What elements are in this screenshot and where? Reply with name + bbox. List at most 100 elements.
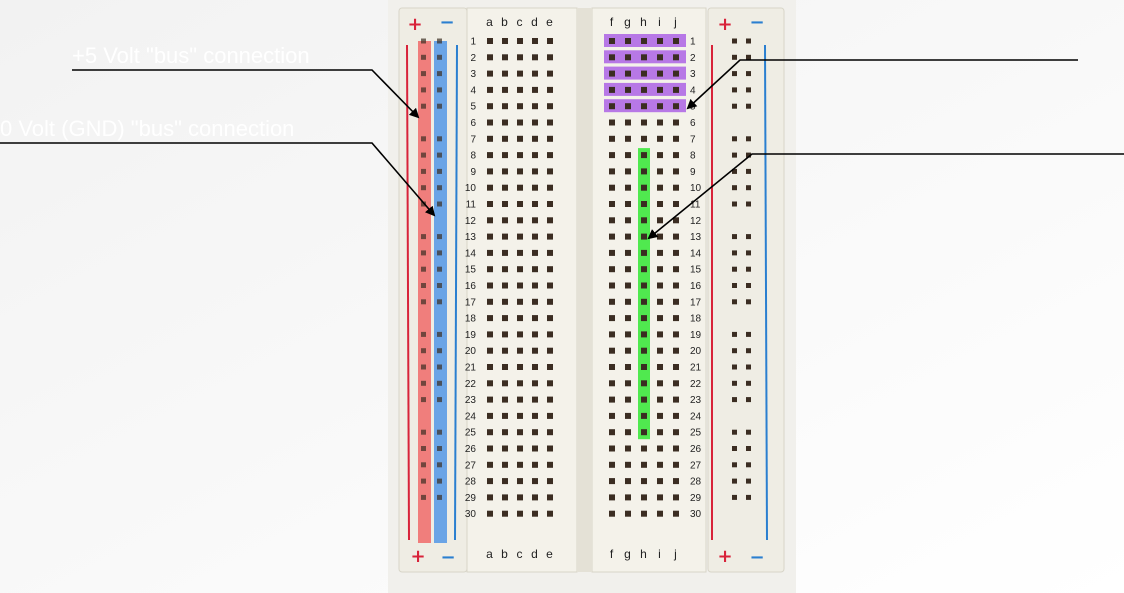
terminal-hole <box>609 233 615 240</box>
terminal-hole <box>625 429 631 436</box>
rail-hole <box>746 103 751 109</box>
rail-hole <box>732 250 737 256</box>
rail-hole <box>437 364 442 370</box>
terminal-hole <box>609 331 615 338</box>
terminal-hole <box>673 510 679 517</box>
rail-hole <box>421 478 426 484</box>
terminal-hole <box>487 233 493 240</box>
rail-hole <box>732 478 737 484</box>
terminal-hole <box>547 494 553 501</box>
row-number-right: 24 <box>690 411 702 422</box>
terminal-hole <box>625 510 631 517</box>
terminal-hole <box>517 86 523 93</box>
row-number-right: 8 <box>690 151 696 162</box>
terminal-hole <box>547 54 553 61</box>
right-top-callout-line <box>686 59 1078 110</box>
terminal-hole <box>673 298 679 305</box>
terminal-hole <box>502 315 508 322</box>
rail-hole <box>732 429 737 435</box>
rail-hole <box>746 462 751 468</box>
column-label: g <box>624 547 632 561</box>
rail-hole <box>437 71 442 77</box>
right-bottom-minus-icon: − <box>749 547 764 568</box>
rail-hole <box>732 87 737 93</box>
terminal-hole <box>547 119 553 126</box>
terminal-hole <box>641 331 647 338</box>
terminal-hole <box>609 135 615 142</box>
terminal-hole <box>657 412 663 419</box>
row-number-right: 25 <box>690 428 702 439</box>
terminal-hole <box>502 54 508 61</box>
terminal-hole <box>517 510 523 517</box>
terminal-hole <box>625 331 631 338</box>
terminal-hole <box>673 233 679 240</box>
terminal-hole <box>547 510 553 517</box>
terminal-hole <box>609 298 615 305</box>
terminal-hole <box>625 412 631 419</box>
rail-hole <box>421 234 426 240</box>
rail-hole <box>746 397 751 403</box>
rail-hole <box>437 234 442 240</box>
terminal-hole <box>517 380 523 387</box>
terminal-hole <box>487 461 493 468</box>
row-number-right: 3 <box>690 69 696 80</box>
terminal-hole <box>547 461 553 468</box>
row-number-left: 15 <box>465 265 477 276</box>
terminal-hole <box>532 135 538 142</box>
terminal-hole <box>625 135 631 142</box>
terminal-hole <box>641 396 647 403</box>
terminal-hole <box>487 184 493 191</box>
row-number-left: 25 <box>465 428 477 439</box>
rail-hole <box>746 266 751 272</box>
terminal-hole <box>487 119 493 126</box>
terminal-hole <box>657 331 663 338</box>
terminal-hole <box>532 103 538 110</box>
terminal-hole <box>673 315 679 322</box>
rail-hole <box>732 397 737 403</box>
rail-hole <box>437 250 442 256</box>
terminal-hole <box>657 135 663 142</box>
terminal-hole <box>625 54 631 61</box>
rail-hole <box>732 168 737 174</box>
terminal-hole <box>532 494 538 501</box>
terminal-hole <box>517 331 523 338</box>
rail-hole <box>437 185 442 191</box>
terminal-hole <box>487 347 493 354</box>
terminal-hole <box>502 184 508 191</box>
terminal-hole <box>487 201 493 207</box>
terminal-hole <box>517 233 523 240</box>
rail-hole <box>421 266 426 272</box>
row-number-right: 19 <box>690 330 702 341</box>
terminal-hole <box>609 282 615 289</box>
rail-hole <box>437 54 442 60</box>
terminal-hole <box>517 201 523 207</box>
terminal-hole <box>487 412 493 419</box>
terminal-hole <box>532 429 538 436</box>
terminal-hole <box>502 70 508 77</box>
terminal-hole <box>641 478 647 485</box>
column-label: c <box>517 15 524 29</box>
left-top-minus-icon: − <box>439 12 454 33</box>
terminal-hole <box>657 315 663 322</box>
row-number-right: 26 <box>690 444 702 455</box>
terminal-hole <box>641 152 647 159</box>
terminal-hole <box>657 152 663 159</box>
terminal-hole <box>502 478 508 485</box>
terminal-hole <box>502 380 508 387</box>
terminal-hole <box>547 233 553 240</box>
terminal-hole <box>532 184 538 191</box>
row-number-left: 24 <box>465 411 477 422</box>
terminal-hole <box>547 347 553 354</box>
rail-hole <box>746 250 751 256</box>
row-number-right: 15 <box>690 265 702 276</box>
right-top-minus-icon: − <box>749 12 764 33</box>
terminal-hole <box>609 70 615 77</box>
rail-hole <box>732 136 737 142</box>
terminal-hole <box>625 396 631 403</box>
terminal-hole <box>547 298 553 305</box>
terminal-hole <box>502 119 508 126</box>
terminal-hole <box>517 184 523 191</box>
terminal-hole <box>487 445 493 452</box>
column-label: h <box>640 15 648 29</box>
terminal-hole <box>673 364 679 370</box>
